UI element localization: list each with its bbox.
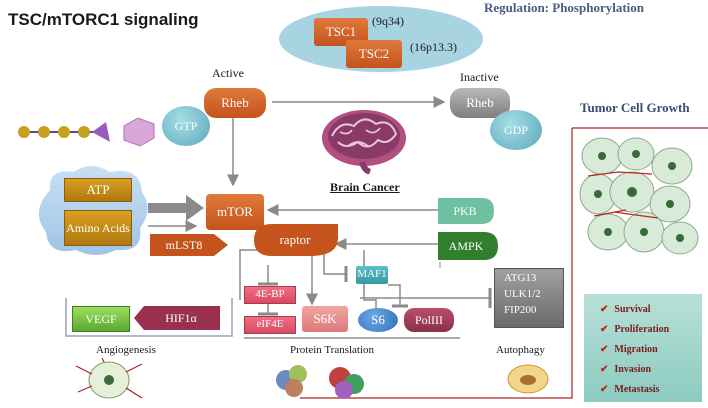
angiogenesis-bracket	[65, 298, 233, 337]
gtp-circle: GTP	[162, 106, 210, 146]
autophagy-cell-icon	[507, 364, 549, 394]
s6k-box: S6K	[302, 306, 348, 332]
outcome-item: ✔Survival	[600, 304, 651, 315]
atp-box: ATP	[64, 178, 132, 202]
mtor-box: mTOR	[206, 194, 264, 230]
angiogenesis-label: Angiogenesis	[96, 344, 156, 356]
ampk-label: AMPK	[448, 238, 484, 253]
tumor-cells-icon	[579, 137, 699, 255]
regulation-label: Regulation: Phosphorylation	[484, 0, 644, 15]
tsc2-box: TSC2	[346, 40, 402, 68]
protein-structure-icon	[276, 365, 364, 399]
atg13-label: ATG13	[504, 272, 537, 284]
fip200-label: FIP200	[504, 304, 537, 316]
tsc1-locus: (9q34)	[372, 14, 404, 28]
check-icon: ✔	[600, 384, 609, 395]
blood-vessel-cell-icon	[75, 358, 143, 399]
check-icon: ✔	[600, 364, 609, 375]
check-icon: ✔	[600, 344, 609, 355]
tsc2-locus: (16p13.3)	[410, 40, 457, 54]
mlst8-shape	[150, 234, 228, 256]
poliii-box: PolIII	[404, 308, 454, 332]
pkb-label: PKB	[453, 203, 477, 218]
s6-circle: S6	[358, 308, 398, 332]
raptor-shape	[254, 224, 338, 256]
inactive-label: Inactive	[460, 70, 499, 84]
tumor-growth-title: Tumor Cell Growth	[580, 100, 690, 115]
maf1-box: MAF1	[356, 266, 388, 284]
outcome-item: ✔Metastasis	[600, 384, 660, 395]
brain-icon	[322, 110, 406, 174]
vegf-box: VEGF	[72, 306, 130, 332]
mlst8-label: mLST8	[165, 237, 203, 252]
rheb-active: Rheb	[204, 88, 266, 118]
pkb-shape	[438, 198, 494, 224]
check-icon: ✔	[600, 304, 609, 315]
protein-translation-label: Protein Translation	[290, 344, 375, 356]
outcomes-panel	[584, 294, 702, 402]
amino-acids-box: Amino Acids	[64, 210, 132, 246]
4ebp-box: 4E-BP	[244, 286, 296, 304]
brain-cancer-label: Brain Cancer	[330, 180, 400, 194]
ampk-shape	[438, 232, 498, 260]
atg-box	[494, 268, 564, 328]
hif-label: HIF1α	[165, 310, 197, 325]
eif4e-box: eIF4E	[244, 316, 296, 334]
ulk-label: ULK1/2	[504, 288, 541, 300]
gdp-circle: GDP	[490, 110, 542, 150]
outcome-item: ✔Migration	[600, 344, 658, 355]
active-label: Active	[212, 66, 244, 80]
hif-shape	[134, 306, 220, 330]
autophagy-label: Autophagy	[496, 344, 545, 356]
outcome-item: ✔Invasion	[600, 364, 652, 375]
molecule-icon	[18, 117, 155, 147]
check-icon: ✔	[600, 324, 609, 335]
raptor-label: raptor	[279, 232, 311, 248]
tumor-frame-line	[300, 128, 573, 399]
outcome-item: ✔Proliferation	[600, 324, 670, 335]
page-title: TSC/mTORC1 signaling	[8, 10, 199, 29]
